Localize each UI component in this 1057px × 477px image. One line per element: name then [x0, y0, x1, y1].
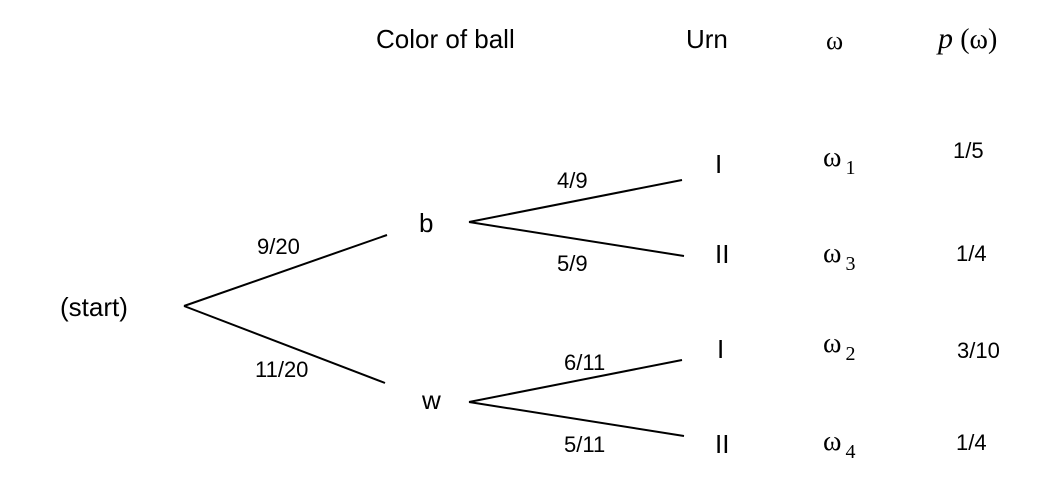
- header-color-of-ball: Color of ball: [376, 24, 515, 54]
- node-w: w: [422, 385, 441, 415]
- header-urn: Urn: [686, 24, 728, 54]
- p-omega-3: 1/4: [956, 241, 987, 266]
- edge-start-b: [183, 234, 388, 307]
- edge-w-urn1: [468, 359, 683, 403]
- header-p-arg: (ω): [960, 24, 998, 55]
- node-b: b: [419, 208, 434, 238]
- p-omega-4: 1/4: [956, 430, 987, 455]
- edge-w-urn2: [468, 401, 685, 437]
- header-p-letter: p: [938, 22, 953, 55]
- urn-label-4: II: [715, 429, 730, 459]
- branch-prob-b: 9/20: [257, 234, 300, 259]
- p-omega-2: 3/10: [957, 338, 1000, 363]
- branch-prob-b-urn2: 5/9: [557, 251, 588, 276]
- edge-b-urn2: [468, 221, 685, 257]
- urn-label-1: I: [715, 149, 723, 179]
- branch-prob-b-urn1: 4/9: [557, 168, 588, 193]
- header-p-omega: p (ω): [938, 24, 997, 54]
- urn-label-3: I: [717, 334, 725, 364]
- branch-prob-w-urn1: 6/11: [564, 350, 606, 375]
- branch-prob-w: 11/20: [255, 357, 309, 382]
- p-omega-1: 1/5: [953, 138, 984, 163]
- edge-b-urn1: [468, 179, 683, 223]
- branch-prob-w-urn2: 5/11: [564, 432, 606, 457]
- edge-start-w: [183, 305, 386, 384]
- header-omega: ω: [826, 26, 844, 55]
- urn-label-2: II: [715, 239, 730, 269]
- root-node: (start): [60, 292, 128, 322]
